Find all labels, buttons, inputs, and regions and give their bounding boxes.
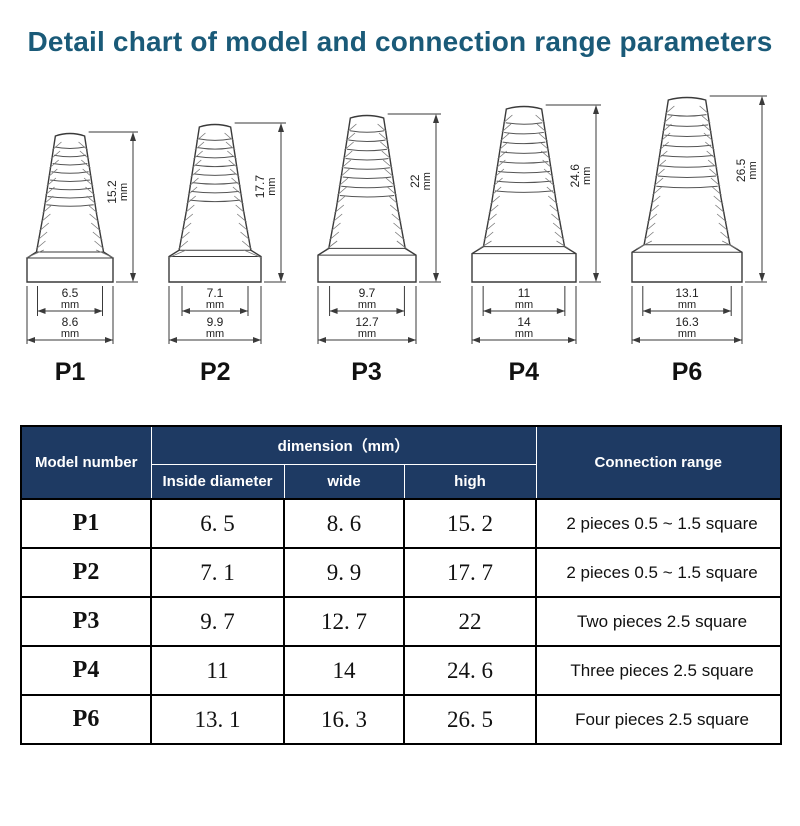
inner-dim-value: 11: [518, 286, 531, 300]
height-dim-unit: mm: [118, 183, 130, 201]
spec-table-wrap: Model number dimension（mm） Connection ra…: [20, 425, 783, 745]
outer-dim-unit: mm: [206, 328, 224, 340]
cell-wide: 8. 6: [283, 498, 405, 549]
cell-high: 24. 6: [402, 645, 538, 696]
cell-wide: 14: [283, 645, 405, 696]
outer-dim-value: 16.3: [675, 315, 699, 329]
header-wide: wide: [283, 464, 405, 500]
height-dim-unit: mm: [266, 177, 278, 195]
header-high: high: [403, 464, 537, 500]
outer-dim-value: 14: [517, 315, 531, 329]
cell-model: P1: [20, 498, 152, 549]
outer-dim-value: 9.9: [207, 315, 224, 329]
outer-dim-value: 12.7: [355, 315, 379, 329]
cell-inside-diameter: 7. 1: [150, 547, 285, 598]
table-row-p6: P6 13. 1 16. 3 26. 5 Four pieces 2.5 squ…: [20, 694, 783, 745]
height-dim-value: 22: [408, 174, 422, 188]
connector-label: P2: [199, 358, 231, 386]
inner-dim-value: 6.5: [62, 286, 79, 300]
cell-connection-range: 2 pieces 0.5 ~ 1.5 square: [535, 547, 783, 598]
header-connection-range: Connection range: [535, 425, 782, 500]
cell-wide: 16. 3: [283, 694, 405, 745]
cell-connection-range: Two pieces 2.5 square: [535, 596, 783, 647]
outer-dim-unit: mm: [357, 328, 375, 340]
inner-dim-unit: mm: [678, 299, 696, 311]
inner-dim-unit: mm: [61, 299, 79, 311]
cell-connection-range: Four pieces 2.5 square: [535, 694, 783, 745]
connector-label: P3: [351, 358, 382, 386]
header-inside-diameter: Inside diameter: [150, 464, 285, 500]
connector-label: P1: [54, 358, 86, 386]
header-model-number: Model number: [20, 425, 152, 500]
inner-dim-unit: mm: [515, 299, 533, 311]
outer-dim-unit: mm: [61, 328, 79, 340]
spec-table: Model number dimension（mm） Connection ra…: [20, 425, 783, 745]
cell-model: P6: [20, 694, 152, 745]
cell-high: 22: [402, 596, 538, 647]
outer-dim-unit: mm: [515, 328, 533, 340]
cell-model: P4: [20, 645, 152, 696]
inner-dim-value: 7.1: [207, 286, 224, 300]
cell-model: P2: [20, 547, 152, 598]
height-dim-value: 24.6: [568, 164, 582, 188]
height-dim-value: 26.5: [734, 158, 748, 182]
height-dim-unit: mm: [421, 172, 433, 190]
cell-inside-diameter: 6. 5: [150, 498, 285, 549]
cell-wide: 12. 7: [283, 596, 405, 647]
height-dim-value: 15.2: [105, 180, 119, 204]
header-dimension-group: dimension（mm）: [150, 425, 537, 465]
cell-model: P3: [20, 596, 152, 647]
inner-dim-value: 9.7: [358, 286, 375, 300]
cell-wide: 9. 9: [283, 547, 405, 598]
cell-high: 26. 5: [402, 694, 538, 745]
table-row-p1: P1 6. 5 8. 6 15. 2 2 pieces 0.5 ~ 1.5 sq…: [20, 498, 783, 549]
height-dim-unit: mm: [747, 161, 759, 179]
height-dim-value: 17.7: [253, 175, 267, 199]
table-row-p4: P4 11 14 24. 6 Three pieces 2.5 square: [20, 645, 783, 696]
cell-inside-diameter: 9. 7: [150, 596, 285, 647]
connector-label: P6: [671, 358, 703, 386]
cell-inside-diameter: 11: [150, 645, 285, 696]
cell-inside-diameter: 13. 1: [150, 694, 285, 745]
outer-dim-value: 8.6: [62, 315, 79, 329]
page: Detail chart of model and connection ran…: [0, 26, 800, 826]
height-dim-unit: mm: [581, 167, 593, 185]
table-row-p2: P2 7. 1 9. 9 17. 7 2 pieces 0.5 ~ 1.5 sq…: [20, 547, 783, 598]
outer-dim-unit: mm: [678, 328, 696, 340]
cell-high: 17. 7: [402, 547, 538, 598]
inner-dim-unit: mm: [357, 299, 375, 311]
cell-high: 15. 2: [402, 498, 538, 549]
connector-label: P4: [508, 358, 540, 386]
inner-dim-unit: mm: [206, 299, 224, 311]
cell-connection-range: 2 pieces 0.5 ~ 1.5 square: [535, 498, 783, 549]
inner-dim-value: 13.1: [675, 286, 699, 300]
table-row-p3: P3 9. 7 12. 7 22 Two pieces 2.5 square: [20, 596, 783, 647]
cell-connection-range: Three pieces 2.5 square: [535, 645, 783, 696]
page-title: Detail chart of model and connection ran…: [27, 26, 773, 57]
